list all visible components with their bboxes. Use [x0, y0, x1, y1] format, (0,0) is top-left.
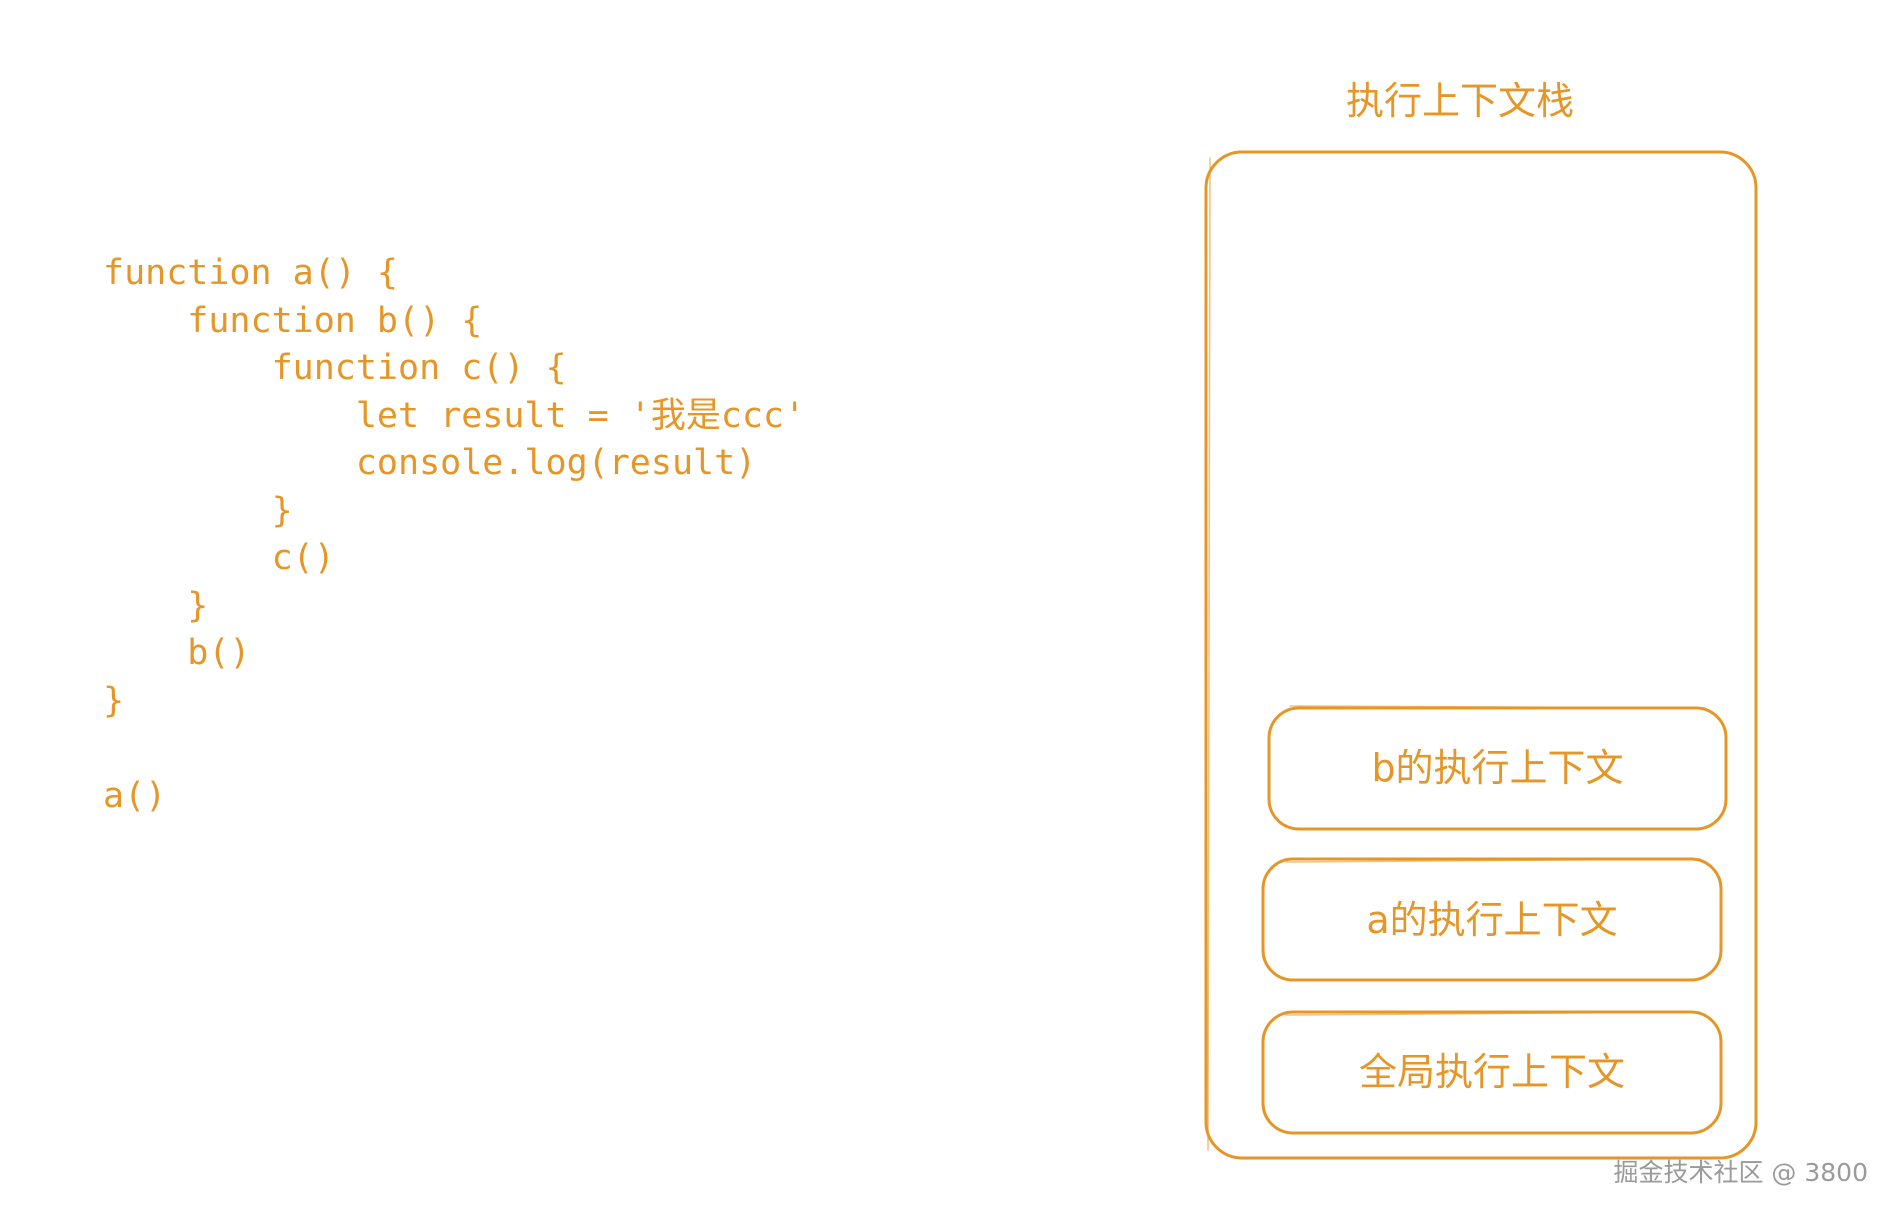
stack-title: 执行上下文栈 — [1345, 79, 1574, 123]
code-line: } — [103, 490, 293, 531]
code-line: a() — [103, 775, 167, 816]
code-line: console.log(result) — [103, 443, 757, 483]
watermark: 掘金技术社区 @ 3800 — [1613, 1158, 1868, 1187]
code-line: } — [103, 680, 125, 721]
stack-frame-label: 全局执行上下文 — [1358, 1050, 1625, 1094]
stack-container — [1204, 150, 1758, 1160]
stack-frame-box — [1261, 1010, 1723, 1135]
code-block: function a() { function b() { function c… — [103, 250, 805, 820]
stack-frame-label: a的执行上下文 — [1366, 898, 1618, 942]
stack-frame-box — [1267, 706, 1728, 831]
code-line: let result = '我是ccc' — [103, 395, 806, 436]
stack-frame-label: b的执行上下文 — [1371, 746, 1624, 790]
code-line: } — [103, 585, 209, 626]
code-line: function c() { — [103, 348, 567, 388]
code-line: function b() { — [103, 300, 483, 341]
code-line: c() — [103, 538, 335, 578]
code-line: b() — [103, 633, 251, 673]
stack-frame-box — [1261, 857, 1723, 982]
code-line: function a() { — [103, 253, 399, 293]
